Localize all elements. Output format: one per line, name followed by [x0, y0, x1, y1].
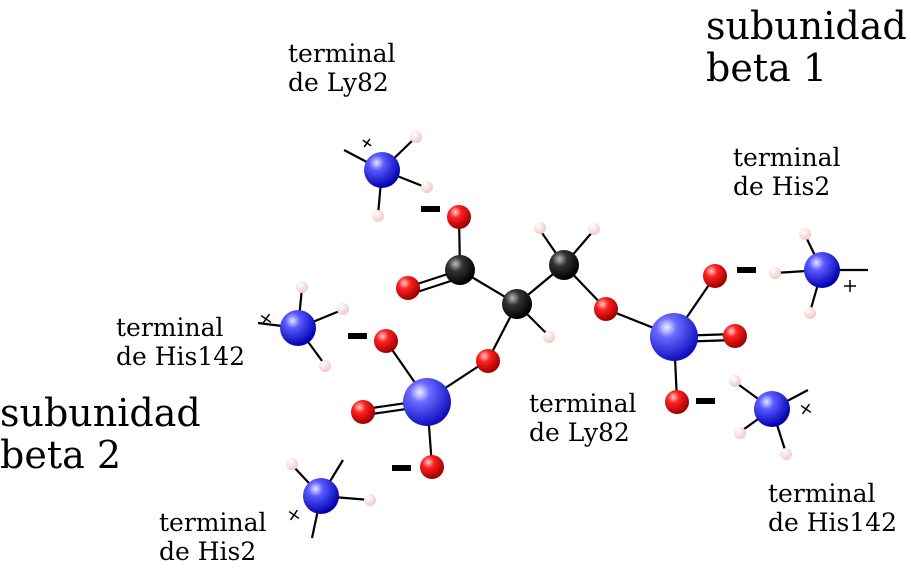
- carbon-atoms: [445, 250, 579, 319]
- terminal-his142-right-line1: terminal: [768, 479, 876, 508]
- oxygen-atoms: [351, 205, 747, 479]
- subunit-beta1-line1: subunidad: [706, 4, 907, 48]
- subunit-beta2-line1: subunidad: [0, 391, 201, 435]
- terminal-his2-right-label: terminal de His2: [733, 143, 841, 202]
- terminal-ly82-top-line1: terminal: [288, 39, 396, 68]
- terminal-ly82-top-line2: de Ly82: [288, 67, 389, 97]
- terminal-his2-bottom-line1: terminal: [159, 508, 267, 537]
- nitrogen-atoms: [280, 152, 840, 514]
- terminal-his142-left-line2: de His142: [116, 341, 246, 371]
- hydrogen-atoms: [286, 131, 816, 506]
- terminal-his142-right-label: terminal de His142: [768, 479, 898, 538]
- subunit-beta2-label: subunidad beta 2: [0, 391, 201, 477]
- minus-charge-right-lower: [696, 398, 715, 404]
- terminal-ly82-center-line1: terminal: [529, 389, 637, 418]
- minus-charge-left: [348, 333, 367, 339]
- minus-charge-top: [421, 206, 440, 212]
- terminal-ly82-top-label: terminal de Ly82: [288, 39, 396, 98]
- phosphorus-atoms: [403, 313, 698, 426]
- subunit-beta2-line2: beta 2: [0, 432, 121, 477]
- plus-charge-marks: [260, 138, 856, 521]
- terminal-his2-bottom-line2: de His2: [159, 536, 257, 566]
- subunit-beta1-label: subunidad beta 1: [706, 4, 907, 90]
- terminal-his2-bottom-label: terminal de His2: [159, 508, 267, 567]
- terminal-ly82-center-line2: de Ly82: [529, 417, 630, 447]
- terminal-his2-right-line2: de His2: [733, 171, 831, 201]
- terminal-his142-left-label: terminal de His142: [116, 313, 246, 372]
- terminal-his142-right-line2: de His142: [768, 507, 898, 537]
- terminal-ly82-center-label: terminal de Ly82: [529, 389, 637, 448]
- minus-charge-right-upper: [737, 267, 756, 273]
- minus-charge-bottom: [392, 465, 411, 471]
- terminal-his142-left-line1: terminal: [116, 313, 224, 342]
- subunit-beta1-line2: beta 1: [706, 45, 827, 90]
- terminal-his2-right-line1: terminal: [733, 143, 841, 172]
